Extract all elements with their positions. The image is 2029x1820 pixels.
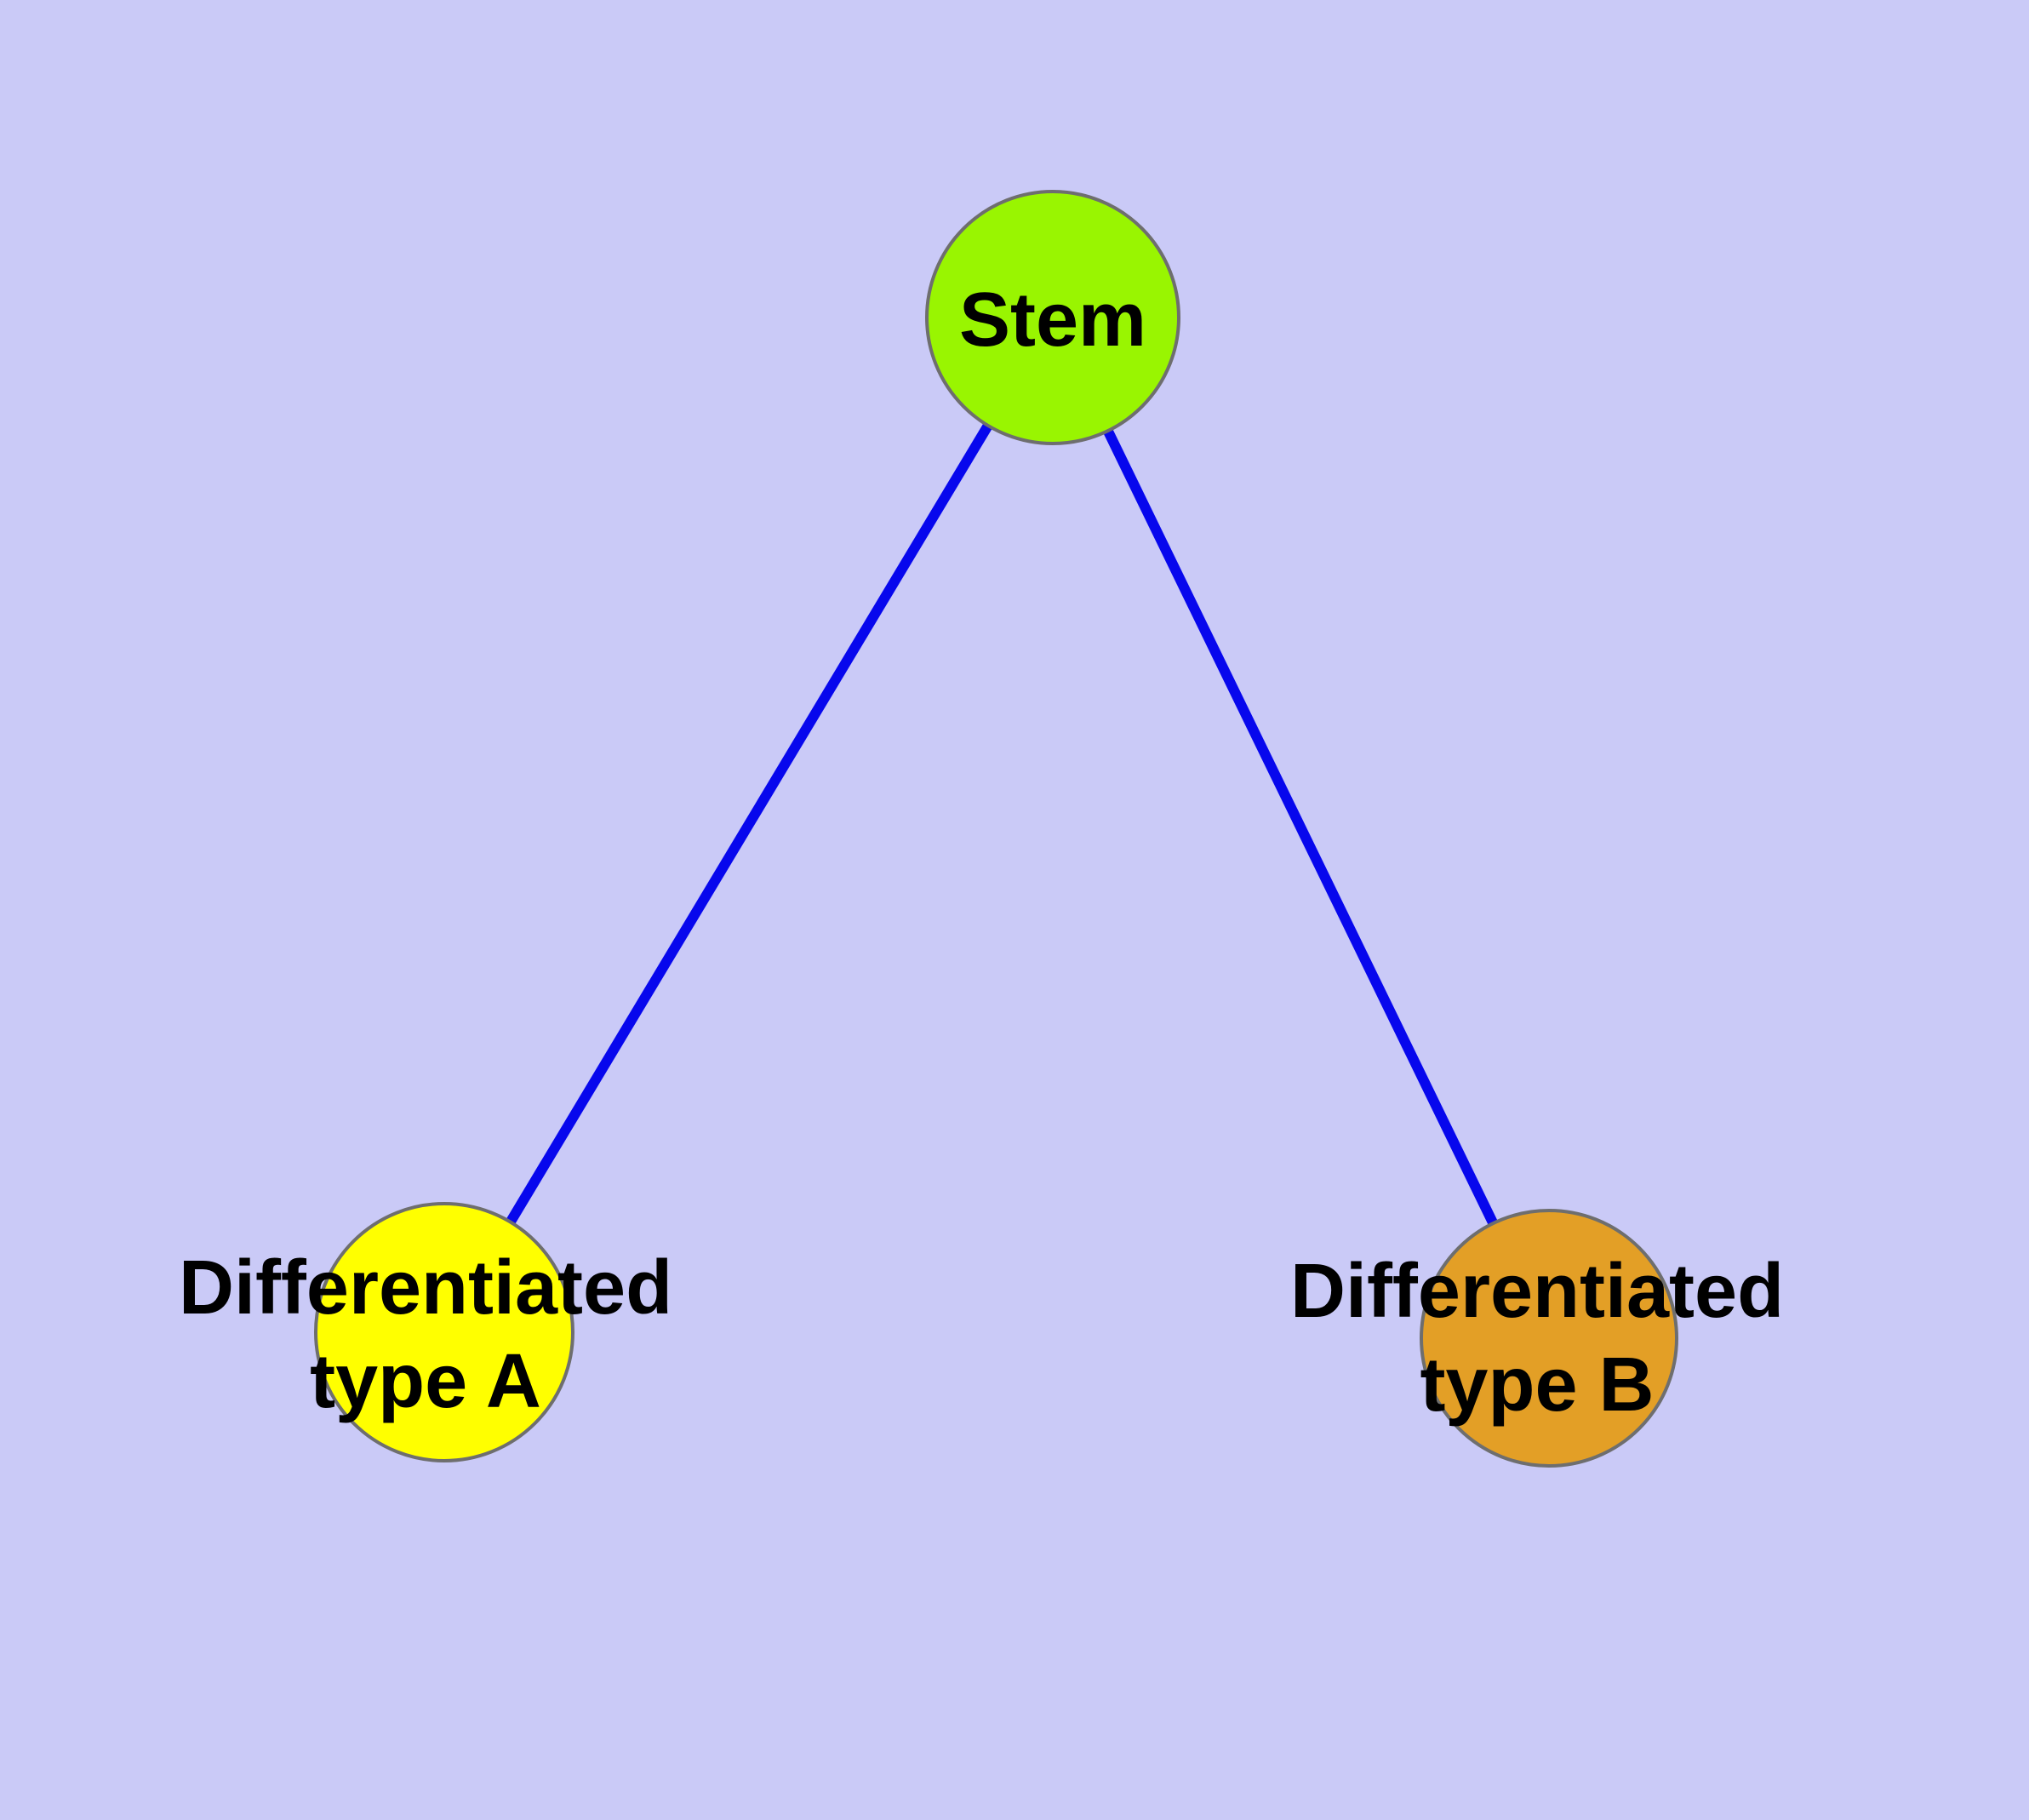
type-b-label-line-1: Differentiated	[1289, 1249, 1785, 1334]
type-a-label-line-1: Differentiated	[178, 1245, 673, 1331]
type-b-label-line-2: type B	[1420, 1342, 1655, 1428]
differentiated-type-b-node-label: Differentiated type B	[1290, 1245, 1784, 1432]
edge-stem-to-differentiated-type-b	[1048, 315, 1554, 1341]
edge-stem-to-differentiated-type-a	[439, 314, 1058, 1336]
stem-label-line-1: Stem	[958, 278, 1147, 363]
differentiated-type-b-node-circle	[1420, 1209, 1678, 1468]
differentiated-type-a-node-label: Differentiated type A	[179, 1241, 672, 1428]
differentiated-type-a-node-circle	[314, 1202, 574, 1462]
stem-node-circle	[925, 190, 1180, 445]
type-a-label-line-2: type A	[310, 1339, 541, 1424]
stem-node-label: Stem	[959, 273, 1146, 367]
